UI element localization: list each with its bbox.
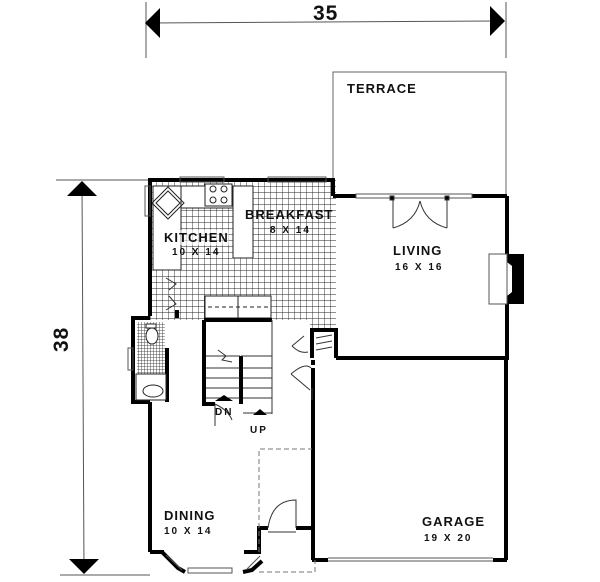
fireplace-icon [488, 253, 524, 305]
living-label: LIVING [393, 243, 443, 258]
cooktop-icon [204, 183, 233, 207]
powder-room [135, 322, 167, 401]
garage-label: GARAGE [422, 514, 486, 529]
kitchen-label: KITCHEN [164, 230, 229, 245]
kitchen-size: 10 X 14 [172, 247, 221, 258]
depth-dimension-label: 38 [50, 326, 73, 352]
closet-shelving [315, 334, 333, 351]
windows [127, 176, 493, 574]
up-arrow-icon [253, 409, 267, 415]
down-arrow-icon [215, 395, 233, 401]
breakfast-label: BREAKFAST [245, 207, 334, 222]
french-doors [389, 195, 450, 229]
interior-doors [165, 277, 313, 533]
garage-size: 19 X 20 [424, 533, 473, 544]
terrace-outline [332, 71, 507, 196]
sink-icon [151, 186, 185, 220]
breakfast-size: 8 X 14 [270, 225, 311, 236]
dining-label: DINING [164, 508, 216, 523]
foyer-outline [258, 448, 316, 573]
exterior-walls [131, 178, 509, 574]
stair-up-label: UP [250, 425, 268, 436]
depth-dimension-line [56, 179, 150, 576]
living-size: 16 X 16 [395, 262, 444, 273]
terrace-label: TERRACE [347, 81, 417, 96]
dining-size: 10 X 14 [164, 526, 213, 537]
stair-down-label: DN [215, 407, 234, 418]
width-dimension-label: 35 [313, 2, 339, 25]
width-dimension-line [145, 2, 507, 58]
